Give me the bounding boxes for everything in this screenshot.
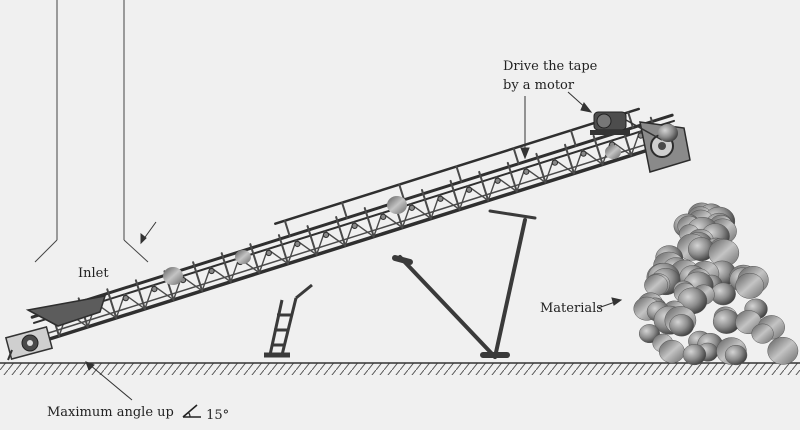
drive-label-line1: Drive the tape xyxy=(503,59,598,74)
materials-pile xyxy=(633,202,799,366)
drive-label: Drive the tape by a motor xyxy=(503,57,597,95)
material-rock xyxy=(751,323,774,344)
material-rock xyxy=(658,339,685,364)
head-material xyxy=(658,124,678,142)
materials-label: Materials xyxy=(540,301,603,316)
feed-hopper xyxy=(25,295,107,327)
material-rock xyxy=(644,274,669,296)
silo xyxy=(34,0,149,263)
support-frame xyxy=(392,209,537,359)
material-rock xyxy=(682,344,707,366)
angle-icon xyxy=(182,404,201,418)
rear-leg xyxy=(264,283,313,358)
material-rock xyxy=(767,336,799,365)
material-rock xyxy=(669,314,694,337)
conveyor-truss xyxy=(30,107,675,341)
belt-rocks xyxy=(163,145,621,285)
max-angle-value: 15° xyxy=(206,408,230,423)
tail-unit xyxy=(4,326,54,361)
annotation-arrows xyxy=(85,91,623,401)
inlet-label: Inlet xyxy=(78,266,109,281)
max-angle-label: Maximum angle up 15° xyxy=(47,404,230,423)
material-rock xyxy=(724,344,748,366)
drive-label-line2: by a motor xyxy=(503,78,575,93)
motor-icon xyxy=(590,111,663,141)
ground xyxy=(0,362,800,375)
max-angle-text: Maximum angle up xyxy=(47,405,174,420)
material-rock xyxy=(735,272,765,299)
